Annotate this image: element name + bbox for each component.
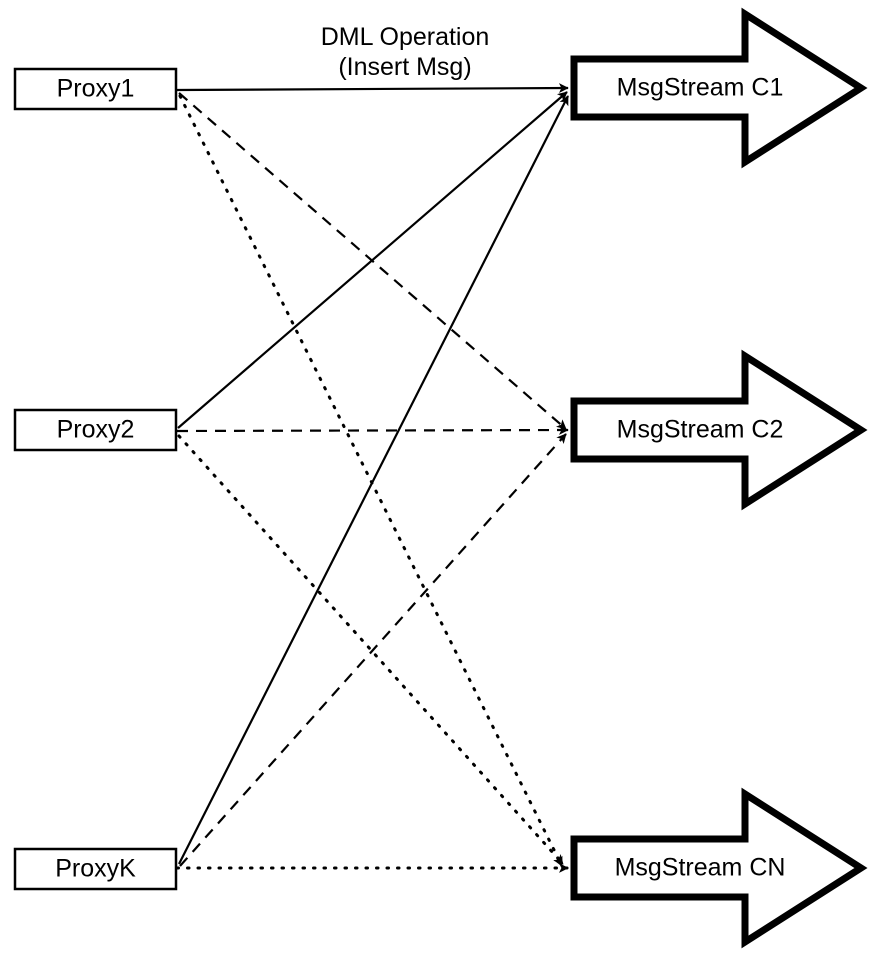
- stream-label: MsgStream C2: [617, 416, 784, 444]
- connection-p2-cn: [177, 434, 565, 866]
- connection-pk-c1: [178, 95, 569, 865]
- proxy-node-proxyk[interactable]: ProxyK: [13, 847, 178, 891]
- edge-caption-line-2: (Insert Msg): [338, 53, 471, 81]
- stream-block-arrow-icon: [570, 7, 868, 169]
- proxy-label: ProxyK: [55, 855, 136, 883]
- stream-label: MsgStream C1: [617, 74, 784, 102]
- edge-caption-line-1: DML Operation: [321, 23, 490, 51]
- connection-pk-c2: [179, 433, 567, 867]
- edge-caption: DML Operation (Insert Msg): [321, 23, 490, 81]
- stream-node-stream_c2[interactable]: MsgStream C2: [570, 349, 868, 511]
- proxy-box-rect: [13, 847, 178, 891]
- connection-p2-c1: [177, 91, 568, 429]
- connection-p2-c2: [176, 425, 569, 435]
- proxy-box-rect: [13, 408, 178, 452]
- stream-label: MsgStream CN: [615, 854, 786, 882]
- proxy-node-proxy1[interactable]: Proxy1: [13, 67, 178, 111]
- stream-node-stream_c1[interactable]: MsgStream C1: [570, 7, 868, 169]
- connections-layer: [175, 83, 570, 873]
- stream-node-stream_cn[interactable]: MsgStream CN: [570, 787, 868, 949]
- stream-block-arrow-icon: [570, 787, 868, 949]
- proxy-node-proxy2[interactable]: Proxy2: [13, 408, 178, 452]
- streams-layer: MsgStream C1 MsgStream C2 MsgStream CN: [570, 7, 868, 949]
- stream-block-arrow-icon: [570, 349, 868, 511]
- connection-p1-cn: [178, 94, 564, 868]
- connection-p1-c1: [176, 83, 569, 93]
- proxy-label: Proxy2: [57, 416, 135, 444]
- proxy-box-rect: [13, 67, 178, 111]
- proxy-label: Proxy1: [57, 75, 135, 103]
